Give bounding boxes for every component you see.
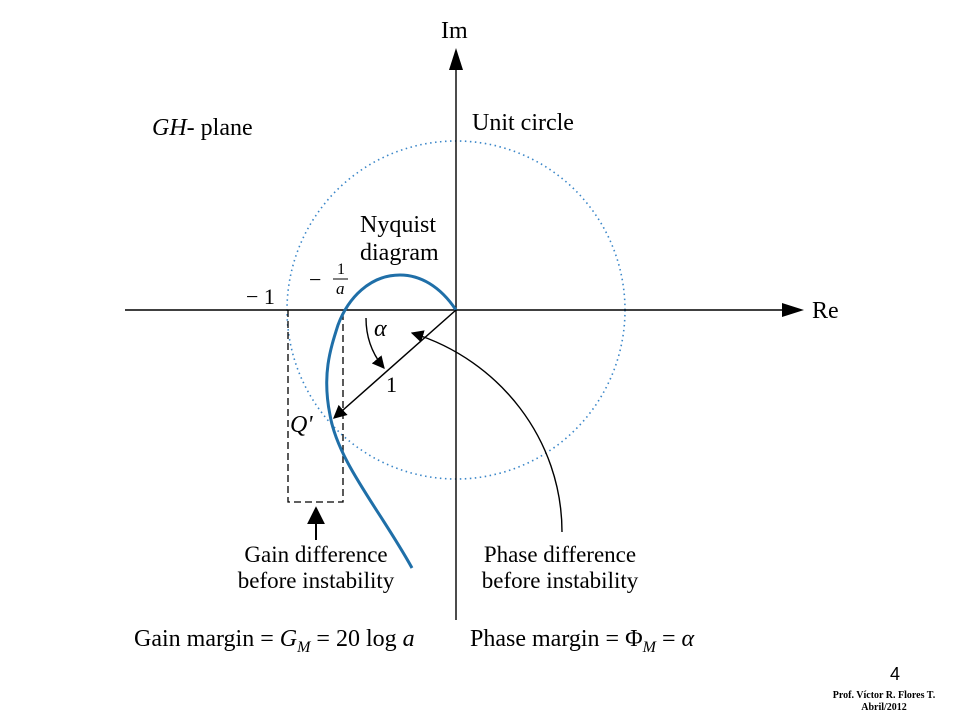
imag-axis-label: Im bbox=[441, 18, 468, 44]
nyquist-label-line2: diagram bbox=[360, 240, 439, 266]
unit-circle-label: Unit circle bbox=[472, 110, 574, 136]
slide-number: 4 bbox=[890, 664, 900, 684]
phase-margin-formula: Phase margin = ΦM = α bbox=[470, 626, 695, 656]
gain-margin-formula: Gain margin = GM = 20 log a bbox=[134, 626, 415, 656]
author-date: Abril/2012 bbox=[861, 702, 907, 713]
imag-axis-arrow bbox=[449, 48, 463, 70]
gain-difference-line1: Gain difference bbox=[244, 542, 387, 567]
gain-difference-line2: before instability bbox=[238, 568, 395, 593]
gh-plane-label: GH- plane bbox=[152, 115, 253, 141]
phase-difference-line2: before instability bbox=[482, 568, 639, 593]
real-axis-arrow bbox=[782, 303, 804, 317]
alpha-label: α bbox=[374, 316, 387, 342]
author-credit: Prof. Víctor R. Flores T. bbox=[833, 690, 936, 701]
nyquist-label-line1: Nyquist bbox=[360, 212, 436, 238]
alpha-angle-arc bbox=[365, 317, 385, 369]
minus-one-label: − 1 bbox=[246, 284, 275, 309]
unit-radius-vector bbox=[332, 309, 457, 419]
q-prime-label: Q' bbox=[290, 412, 313, 438]
real-axis-label: Re bbox=[812, 298, 839, 324]
phase-difference-pointer bbox=[410, 330, 563, 533]
radius-one-label: 1 bbox=[386, 372, 397, 397]
minus-inv-a-numerator: 1 bbox=[337, 261, 345, 278]
minus-inv-a-sign: − bbox=[309, 267, 321, 292]
nyquist-curve bbox=[325, 273, 458, 569]
minus-inv-a-denominator: a bbox=[336, 279, 345, 298]
phase-difference-line1: Phase difference bbox=[484, 542, 636, 567]
